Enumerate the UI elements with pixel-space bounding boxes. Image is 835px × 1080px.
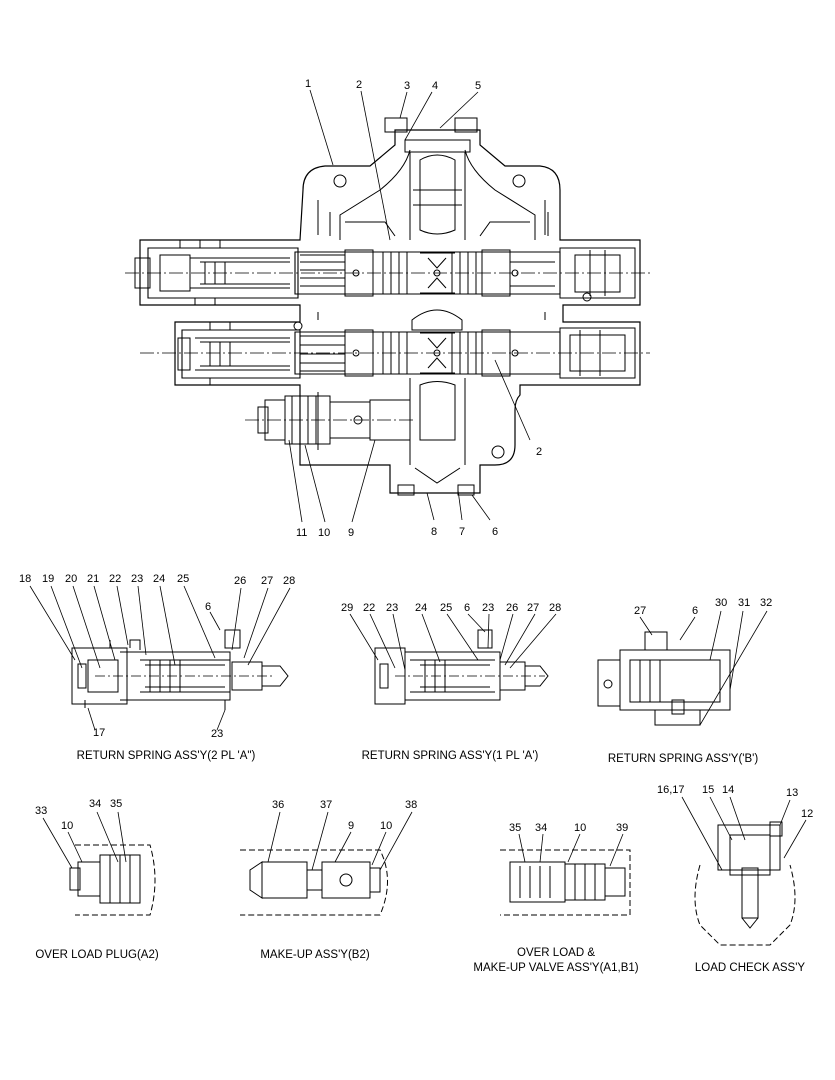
return-spring-b-drawing [598,632,730,725]
main-leaders [289,90,530,522]
callout-6-a2: 6 [205,601,212,613]
callout-14: 14 [722,784,735,796]
return-spring-2pl-a-leaders [30,586,290,730]
callout-24: 24 [153,573,166,585]
main-valve-body [125,118,650,495]
return-spring-1pl-a-leaders [350,614,556,670]
callout-26: 26 [234,575,247,587]
caption-return-spring-b: RETURN SPRING ASS'Y('B') [607,753,759,765]
callout-2b: 2 [536,446,543,458]
callout-25-1a: 25 [440,602,453,614]
caption-make-up: MAKE-UP ASS'Y(B2) [260,949,370,961]
callout-4: 4 [432,80,439,92]
callout-34-olmu: 34 [535,822,548,834]
over-load-make-up-drawing [500,850,630,915]
callout-1: 1 [305,78,312,90]
callout-23b: 23 [211,728,224,740]
callout-27-1a: 27 [527,602,540,614]
callout-6: 6 [492,526,499,538]
callout-30: 30 [715,597,728,609]
callout-6-b: 6 [692,605,699,617]
callout-36: 36 [272,799,285,811]
callout-5: 5 [475,80,482,92]
callout-39: 39 [616,822,629,834]
make-up-leaders [268,812,412,870]
over-load-plug-leaders [43,812,126,868]
return-spring-2pl-a-drawing [72,630,288,710]
make-up-drawing [240,850,388,915]
callout-10-mu: 10 [380,820,393,832]
return-spring-b-leaders [640,611,767,725]
caption-return-spring-1pl-a: RETURN SPRING ASS'Y(1 PL 'A') [361,750,539,762]
callout-32: 32 [760,597,773,609]
callout-23-1a: 23 [386,602,399,614]
callout-2: 2 [356,79,363,91]
callout-11: 11 [296,527,308,539]
callout-31: 31 [738,597,751,609]
callout-23b-1a: 23 [482,602,495,614]
callout-25: 25 [177,573,190,585]
callout-38: 38 [405,799,418,811]
callout-27-b: 27 [634,605,647,617]
callout-18: 18 [19,573,32,585]
callout-12: 12 [801,808,814,820]
callout-24-1a: 24 [415,602,428,614]
callout-17: 17 [93,727,106,739]
callout-27: 27 [261,575,274,587]
caption-over-load-line1: OVER LOAD & [517,947,595,959]
callout-28: 28 [283,575,296,587]
callout-20: 20 [65,573,78,585]
callout-35-olmu: 35 [509,822,522,834]
callout-22: 22 [109,573,122,585]
callout-10: 10 [318,527,331,539]
callout-28-1a: 28 [549,602,562,614]
callout-23: 23 [131,573,144,585]
callout-10-olmu: 10 [574,822,587,834]
callout-37: 37 [320,799,333,811]
callout-7: 7 [459,526,466,538]
callout-19: 19 [42,573,55,585]
over-load-make-up-leaders [519,834,623,866]
caption-return-spring-2pl-a: RETURN SPRING ASS'Y(2 PL 'A") [76,750,256,762]
callout-9-mu: 9 [348,820,355,832]
callout-13: 13 [786,787,799,799]
callout-8: 8 [431,526,438,538]
callout-3: 3 [404,80,411,92]
callout-34-olp: 34 [89,798,102,810]
callout-29: 29 [341,602,354,614]
caption-load-check: LOAD CHECK ASS'Y [694,962,806,974]
load-check-drawing [695,822,795,945]
callout-6-1a: 6 [464,602,471,614]
caption-over-load-plug: OVER LOAD PLUG(A2) [35,949,159,961]
callout-21: 21 [87,573,100,585]
callout-22-1a: 22 [363,602,376,614]
return-spring-1pl-a-drawing [375,630,548,704]
caption-over-load-line2: MAKE-UP VALVE ASS'Y(A1,B1) [473,962,639,974]
callout-15: 15 [702,784,715,796]
callout-33: 33 [35,805,48,817]
callout-35-olp: 35 [110,798,123,810]
callout-10-olp: 10 [61,820,74,832]
callout-9: 9 [348,527,355,539]
callout-26-1a: 26 [506,602,519,614]
callout-16-17: 16,17 [657,784,685,796]
load-check-leaders [682,797,806,870]
over-load-plug-drawing [70,845,155,915]
